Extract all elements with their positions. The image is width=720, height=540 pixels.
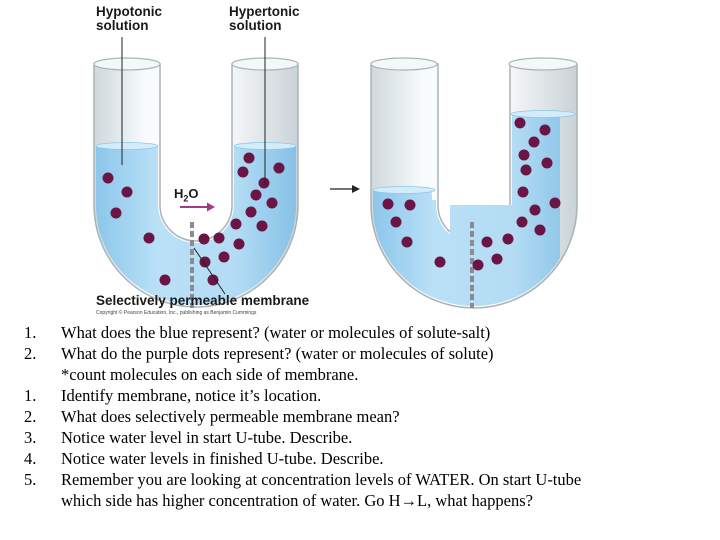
item-text: *count molecules on each side of membran… <box>61 365 359 384</box>
u-tube-diagram <box>93 37 578 309</box>
start-tube-water <box>96 145 296 305</box>
item-text: Notice water level in start U-tube. Desc… <box>61 428 353 447</box>
item-text: Identify membrane, notice it’s location. <box>61 386 322 405</box>
item-number: 2. <box>24 407 37 426</box>
hypotonic-label-line2: solution <box>96 18 149 33</box>
item-text: What do the purple dots represent? (wate… <box>61 344 494 363</box>
list-item: 1. What does the blue represent? (water o… <box>0 322 720 343</box>
water-label-o: O <box>188 186 199 201</box>
list-item: 2. What does selectively permeable membra… <box>0 406 720 427</box>
item-number: 5. <box>24 470 37 489</box>
list-item: 1. Identify membrane, notice it’s locatio… <box>0 385 720 406</box>
start-u-tube <box>93 37 299 308</box>
item-text: Notice water levels in finished U-tube. … <box>61 449 384 468</box>
list-item: which side has higher concentration of w… <box>0 490 720 511</box>
question-list: 1. What does the blue represent? (water o… <box>0 322 720 511</box>
membrane-pointer <box>193 247 226 295</box>
list-item: 3. Notice water level in start U-tube. De… <box>0 427 720 448</box>
item-number: 2. <box>24 344 37 363</box>
hypotonic-label-line1: Hypotonic <box>96 4 162 19</box>
hypertonic-label-line1: Hypertonic <box>229 4 300 19</box>
item-number: 3. <box>24 428 37 447</box>
list-item: 4. Notice water levels in finished U-tube… <box>0 448 720 469</box>
item-text: What does selectively permeable membrane… <box>61 407 400 426</box>
hypertonic-label: Hypertonic solution <box>229 5 300 33</box>
membrane-label: Selectively permeable membrane <box>96 293 310 308</box>
list-item: 2. What do the purple dots represent? (wa… <box>0 343 720 364</box>
water-label: H2O <box>174 186 199 204</box>
list-item: 5. Remember you are looking at concentrat… <box>0 469 720 490</box>
item-text: What does the blue represent? (water or … <box>61 323 491 342</box>
finished-solute-molecules <box>382 117 561 271</box>
item-text: Remember you are looking at concentratio… <box>61 470 582 489</box>
item-number: 1. <box>24 323 37 342</box>
copyright-notice: Copyright © Pearson Education, Inc., pub… <box>96 310 257 316</box>
osmosis-figure: Hypotonic solution Hypertonic solution H… <box>93 5 578 316</box>
item-number: 4. <box>24 449 37 468</box>
item-text: which side has higher concentration of w… <box>61 491 533 510</box>
water-label-h: H <box>174 186 184 201</box>
item-number: 1. <box>24 386 37 405</box>
hypotonic-label: Hypotonic solution <box>96 5 162 33</box>
list-item: *count molecules on each side of membran… <box>0 364 720 385</box>
hypertonic-label-line2: solution <box>229 18 282 33</box>
start-solute-molecules <box>102 152 285 286</box>
water-label-sub: 2 <box>183 193 189 204</box>
finished-u-tube <box>370 57 578 309</box>
